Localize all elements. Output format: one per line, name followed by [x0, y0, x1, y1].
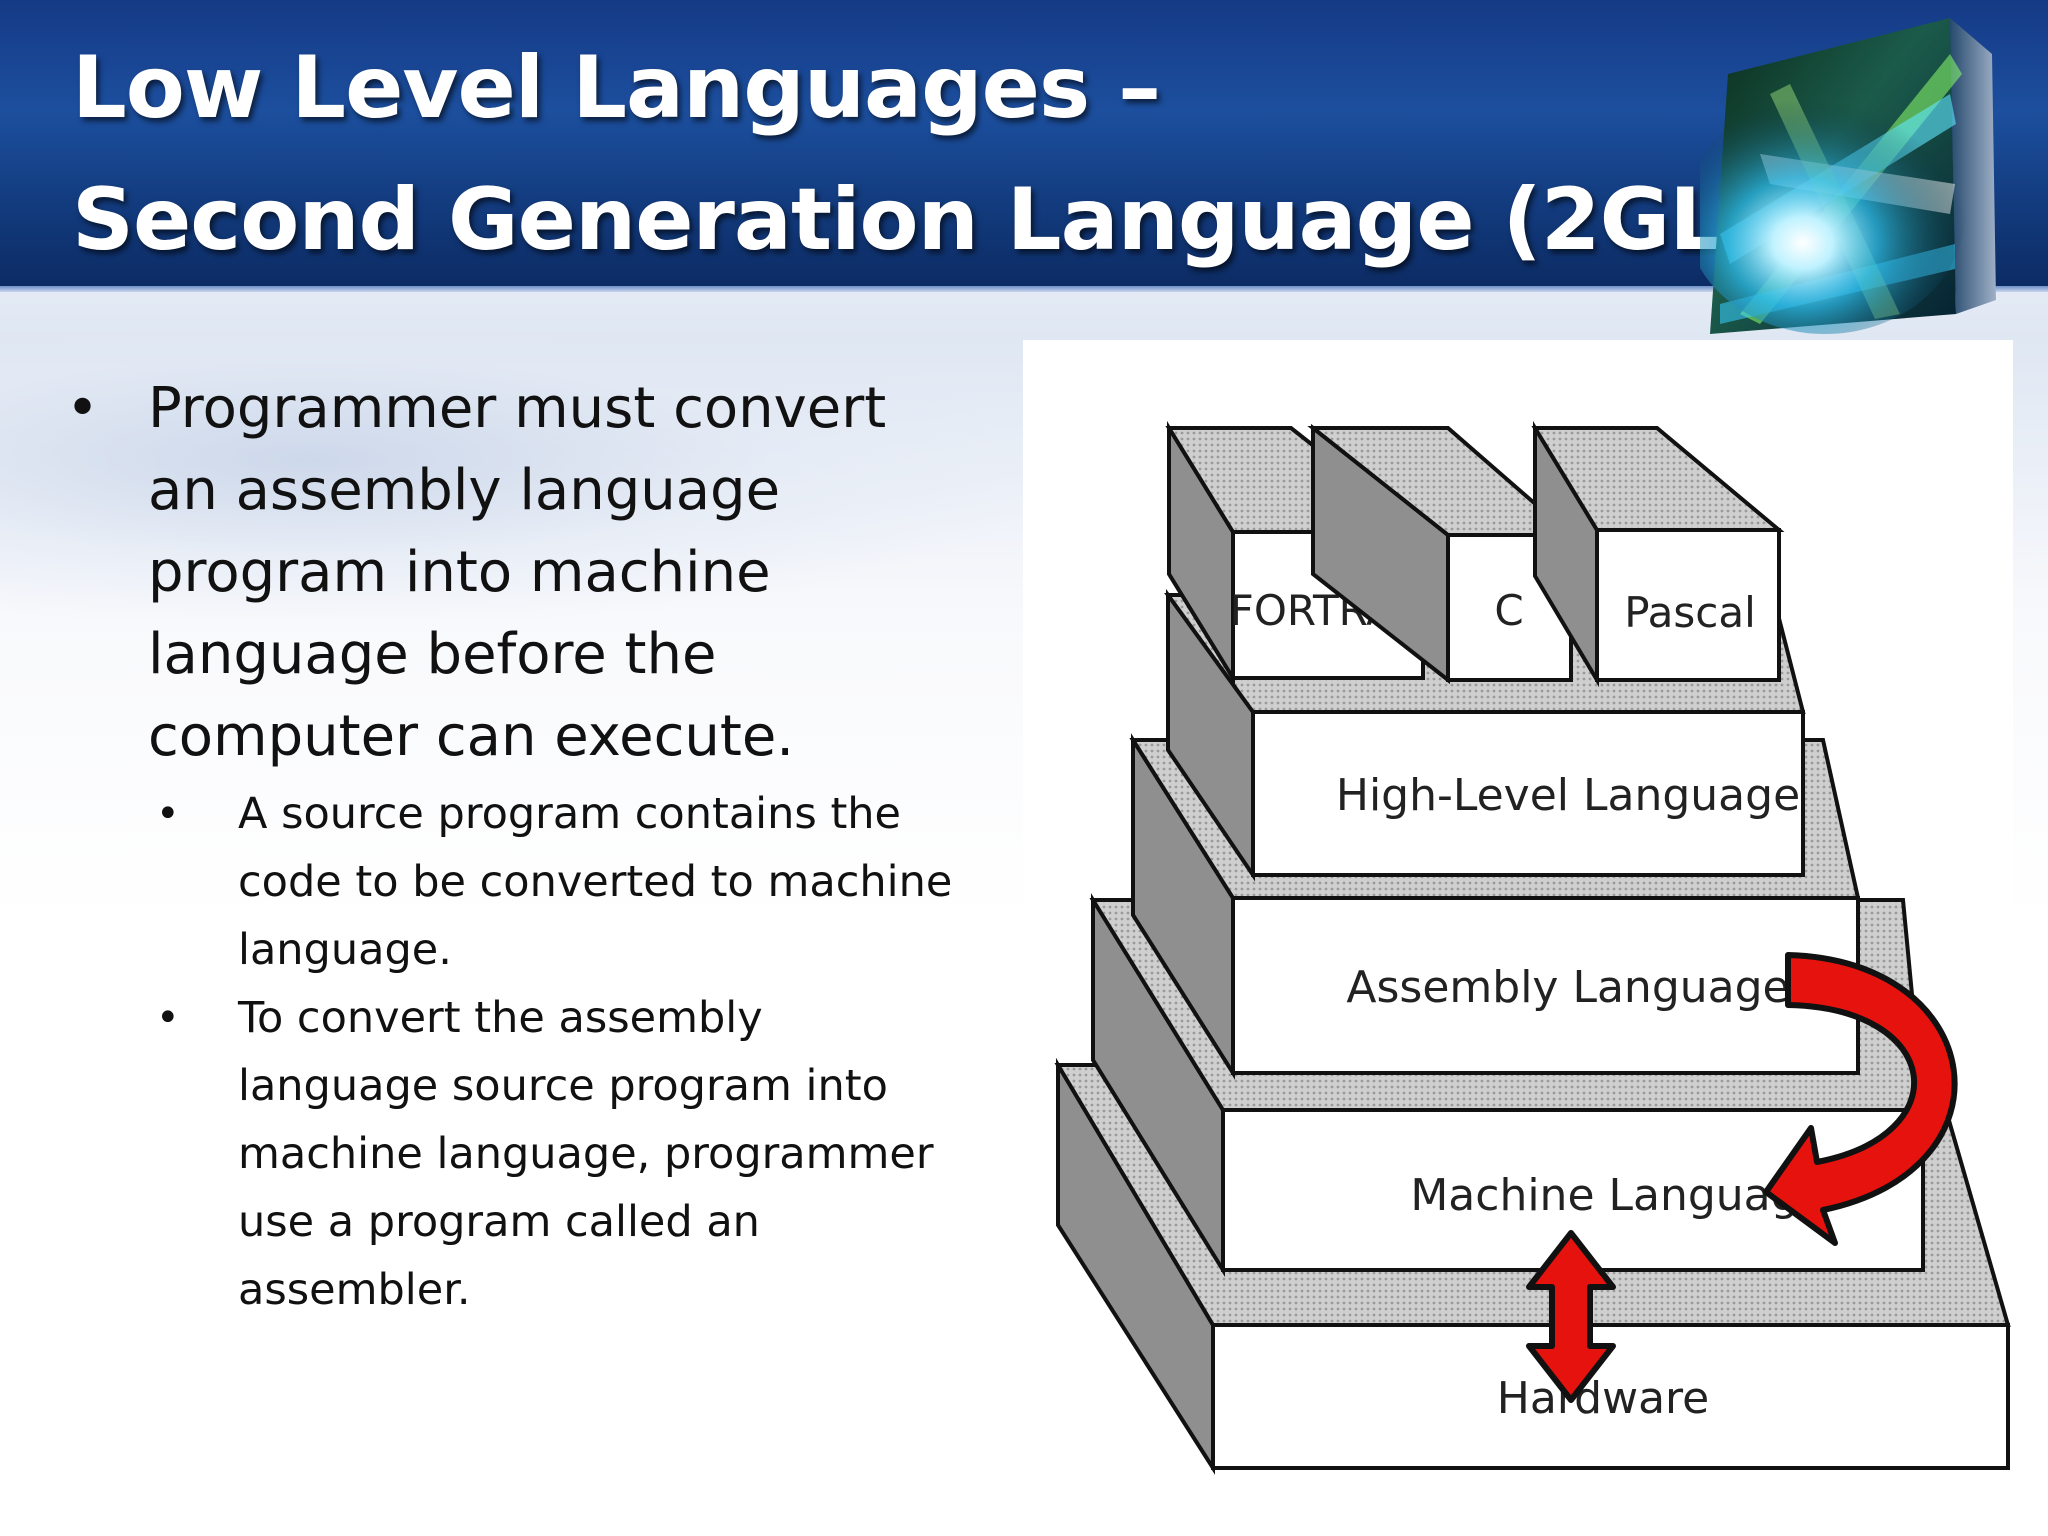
layer-label-assembly-language: Assembly Language: [1346, 962, 1789, 1013]
slide-title: Low Level Languages – Second Generation …: [72, 22, 1762, 286]
main-bullet: Programmer must convert an assembly lang…: [66, 368, 966, 778]
sub-bullet-2: To convert the assembly language source …: [156, 984, 966, 1324]
title-bar: Low Level Languages – Second Generation …: [0, 0, 2048, 292]
sub-bullet-1: A source program contains the code to be…: [156, 780, 966, 984]
block-label-c: C: [1494, 586, 1523, 635]
layer-label-high-level-language: High-Level Language: [1336, 770, 1800, 821]
curved-arrow-icon: [1763, 952, 1958, 1246]
title-line-2: Second Generation Language (2GL): [72, 170, 1762, 270]
language-hierarchy-diagram: Hardware Machine Language Assembly Langu…: [1023, 340, 2013, 1520]
bullet-content: Programmer must convert an assembly lang…: [66, 368, 966, 1324]
layer-label-machine-language: Machine Language: [1410, 1170, 1825, 1221]
block-pascal: Pascal: [1531, 420, 1785, 688]
title-line-1: Low Level Languages –: [72, 38, 1161, 138]
block-c: C: [1307, 423, 1577, 685]
double-arrow-icon: [1526, 1230, 1616, 1403]
sub-bullet-list: A source program contains the code to be…: [156, 780, 966, 1324]
layer-label-hardware: Hardware: [1497, 1373, 1709, 1424]
light-burst-logo-icon: [1700, 18, 1996, 334]
block-label-pascal: Pascal: [1624, 588, 1756, 637]
